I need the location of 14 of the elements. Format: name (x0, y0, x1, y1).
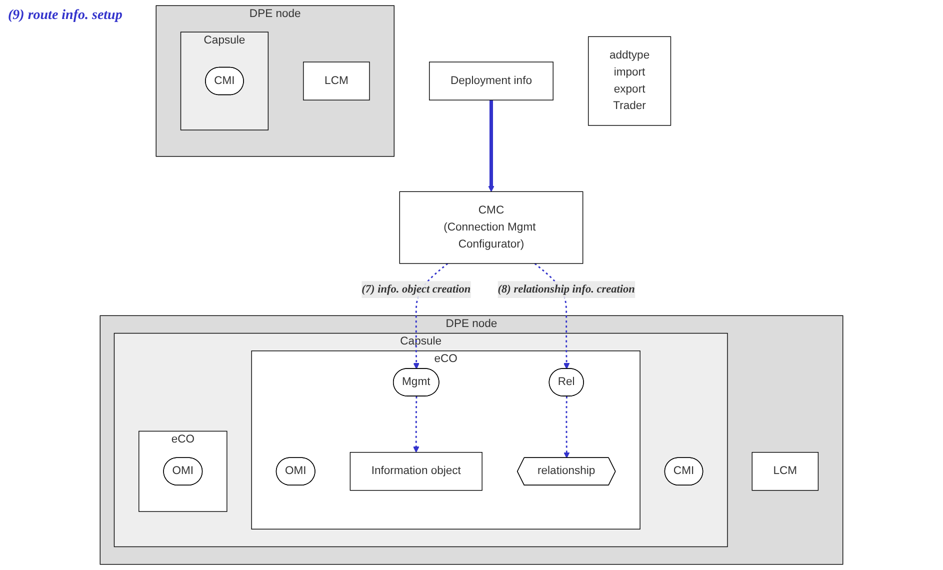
edge-label: (8) relationship info. creation (498, 283, 635, 296)
node-box: Deployment info (429, 62, 554, 100)
node-box: LCM (303, 62, 370, 100)
node-box: LCM (752, 452, 819, 491)
node-box: Information object (350, 452, 482, 491)
node-box: CMC (Connection Mgmt Configurator) (399, 191, 584, 264)
arrow (413, 396, 420, 453)
arrow (534, 262, 570, 370)
arrow (488, 100, 494, 192)
step-note: (9) route info. setup (8, 8, 122, 24)
node-box: addtype import export Trader (588, 36, 672, 126)
arrow (413, 262, 448, 370)
edge-label: (7) info. object creation (362, 283, 471, 296)
arrow (564, 396, 570, 458)
